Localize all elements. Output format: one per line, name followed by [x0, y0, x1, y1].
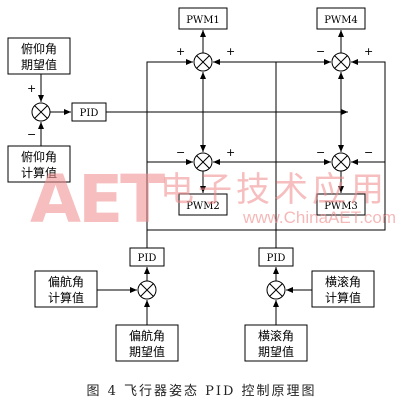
pid-yaw-label: PID	[138, 253, 157, 264]
svg-text:期望值: 期望值	[258, 344, 294, 359]
signal-lines	[38, 30, 386, 325]
sum-junction-yaw	[137, 280, 157, 300]
pitch-desired-box: 俯仰角 期望值	[7, 37, 71, 75]
sign-pwm4-left: −	[316, 45, 325, 58]
sign-pitch-in: +	[27, 82, 36, 95]
pwm2-label: PWM2	[186, 201, 220, 212]
svg-text:期望值: 期望值	[21, 57, 57, 72]
sign-pwm2-right: +	[226, 146, 235, 159]
svg-text:横滚角: 横滚角	[325, 274, 361, 289]
pwm4-block	[316, 7, 366, 30]
roll-desired-box: 横滚角 期望值	[244, 324, 308, 362]
svg-text:计算值: 计算值	[48, 290, 84, 305]
sum-junction-pwm2	[193, 152, 213, 172]
sign-pwm2-left: −	[176, 146, 185, 159]
pwm4-label: PWM4	[324, 15, 358, 26]
sum-junction-pwm4	[331, 52, 351, 72]
svg-text:俯仰角: 俯仰角	[21, 41, 57, 56]
sign-pwm3-right: −	[364, 146, 373, 159]
figure-caption: 图 4 飞行器姿态 PID 控制原理图	[86, 384, 317, 399]
pwm3-block	[316, 193, 366, 216]
pid-roll-label: PID	[267, 253, 286, 264]
pwm1-block	[178, 7, 228, 30]
yaw-measured-box: 偏航角 计算值	[34, 270, 98, 308]
sign-pitch-feedback: −	[27, 128, 36, 141]
pwm2-block	[178, 193, 228, 216]
pwm3-label: PWM3	[324, 201, 358, 212]
sum-junction-pitch	[31, 102, 51, 122]
svg-text:偏航角: 偏航角	[48, 274, 84, 289]
sign-pwm4-right: +	[364, 45, 373, 58]
svg-text:期望值: 期望值	[129, 344, 165, 359]
sign-pwm1-right: +	[226, 45, 235, 58]
svg-text:计算值: 计算值	[21, 165, 57, 180]
pid-pitch-label: PID	[80, 108, 99, 119]
pwm1-label: PWM1	[186, 15, 220, 26]
sign-pwm1-left: +	[176, 45, 185, 58]
roll-measured-box: 横滚角 计算值	[311, 270, 375, 308]
sum-junction-pwm3	[331, 152, 351, 172]
svg-text:计算值: 计算值	[325, 290, 361, 305]
pitch-measured-box: 俯仰角 计算值	[7, 145, 71, 183]
svg-text:俯仰角: 俯仰角	[21, 149, 57, 164]
svg-text:偏航角: 偏航角	[129, 328, 165, 343]
sum-junction-pwm1	[193, 52, 213, 72]
sum-junction-roll	[266, 280, 286, 300]
sign-pwm3-left: −	[316, 146, 325, 159]
yaw-desired-box: 偏航角 期望值	[115, 324, 179, 362]
svg-text:横滚角: 横滚角	[258, 328, 294, 343]
